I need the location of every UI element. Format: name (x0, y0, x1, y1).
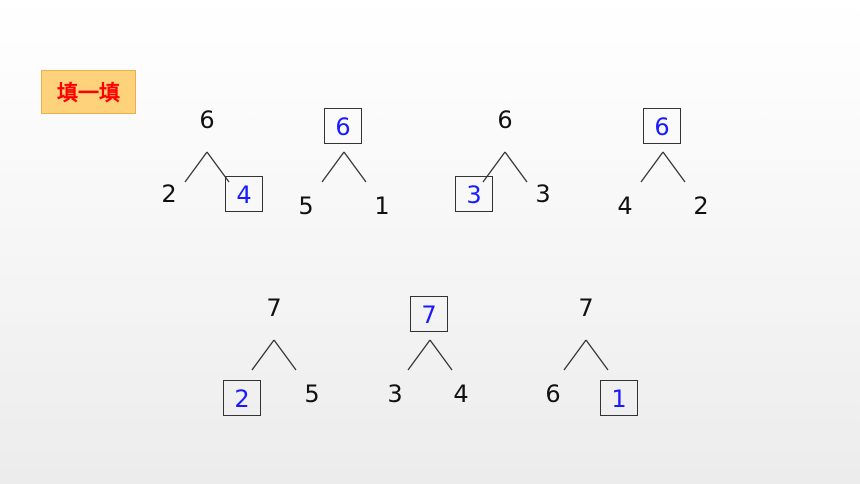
tree-right-number: 4 (453, 380, 469, 408)
decomposition-tree-7: 7 6 1 (516, 290, 656, 416)
answer-box[interactable]: 6 (643, 108, 681, 144)
tree-right-number: 1 (374, 192, 390, 220)
tree-branches (407, 339, 453, 371)
tree-left-number: 3 (387, 380, 403, 408)
decomposition-tree-3: 6 3 3 (435, 102, 575, 222)
tree-left-number: 2 (161, 180, 177, 208)
answer-box[interactable]: 1 (600, 380, 638, 416)
tree-right-number: 2 (693, 192, 709, 220)
decomposition-tree-2: 6 5 1 (274, 108, 414, 228)
tree-top-number: 6 (199, 106, 215, 134)
tree-branches (482, 151, 528, 183)
title-badge: 填一填 (41, 70, 136, 114)
answer-box[interactable]: 6 (324, 108, 362, 144)
decomposition-tree-4: 6 4 2 (593, 108, 733, 228)
answer-box[interactable]: 3 (455, 176, 493, 212)
tree-branches (321, 151, 367, 183)
decomposition-tree-6: 7 3 4 (360, 296, 500, 416)
answer-box[interactable]: 2 (223, 380, 261, 416)
tree-branches (251, 339, 297, 371)
tree-top-number: 7 (266, 294, 282, 322)
tree-top-number: 7 (578, 294, 594, 322)
tree-right-number: 3 (535, 180, 551, 208)
tree-branches (563, 339, 609, 371)
tree-right-number: 5 (304, 380, 320, 408)
tree-left-number: 6 (545, 380, 561, 408)
decomposition-tree-5: 7 2 5 (204, 290, 344, 416)
tree-left-number: 4 (617, 192, 633, 220)
tree-top-number: 6 (497, 106, 513, 134)
tree-left-number: 5 (298, 192, 314, 220)
answer-box[interactable]: 7 (410, 296, 448, 332)
decomposition-tree-1: 6 2 4 (137, 102, 277, 222)
tree-branches (640, 151, 686, 183)
answer-box[interactable]: 4 (225, 176, 263, 212)
